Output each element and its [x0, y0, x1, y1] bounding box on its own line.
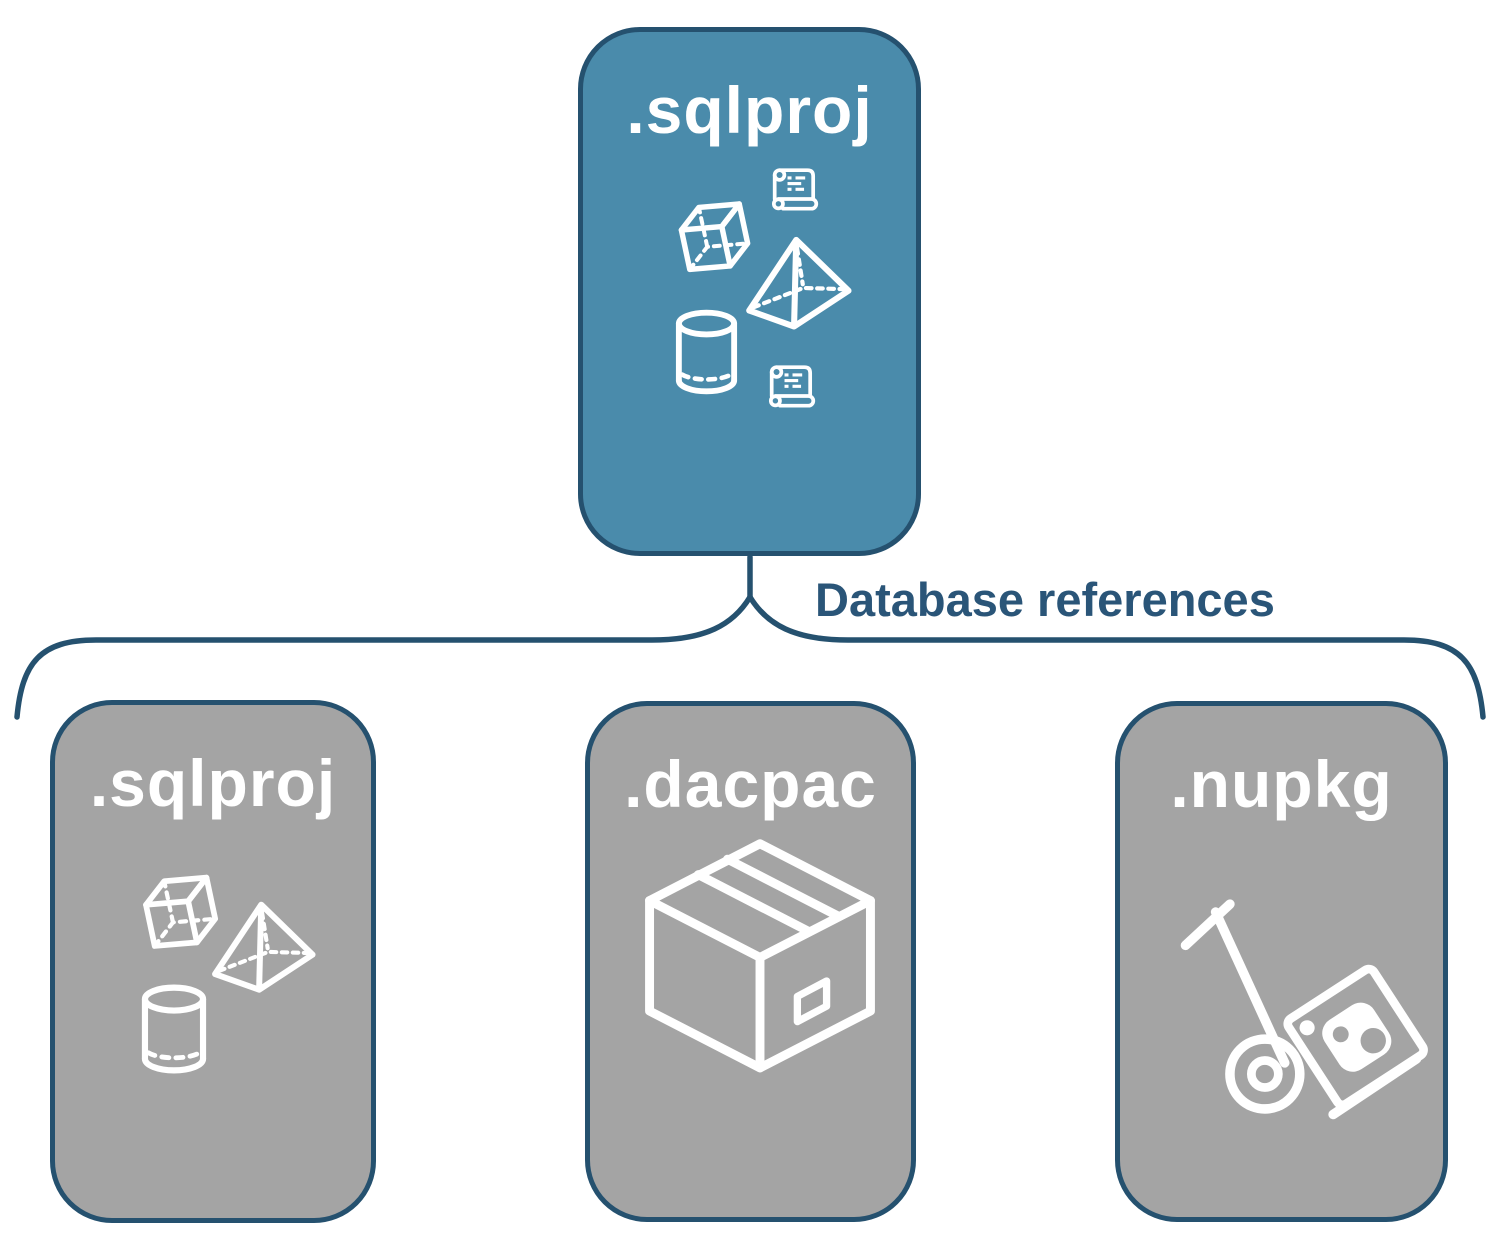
root-card-title: .sqlproj	[626, 73, 873, 147]
pyramid-icon	[741, 236, 853, 330]
child-card-title: .nupkg	[1170, 747, 1393, 821]
pyramid-icon	[207, 901, 317, 993]
nuget-handtruck-icon	[1168, 866, 1430, 1128]
root-card-sqlproj: .sqlproj	[578, 27, 921, 556]
child-card-title: .sqlproj	[89, 746, 337, 820]
child-card-nupkg: .nupkg	[1115, 701, 1448, 1222]
database-cylinder-icon	[138, 985, 210, 1073]
child-card-dacpac: .dacpac	[585, 701, 916, 1222]
database-cylinder-icon	[673, 310, 740, 394]
package-box-icon	[638, 834, 882, 1102]
child-card-title: .dacpac	[624, 747, 877, 821]
scroll-icon	[771, 168, 819, 211]
scroll-icon	[768, 365, 816, 408]
child-card-sqlproj: .sqlproj	[50, 700, 376, 1223]
connector-label: Database references	[815, 573, 1275, 626]
